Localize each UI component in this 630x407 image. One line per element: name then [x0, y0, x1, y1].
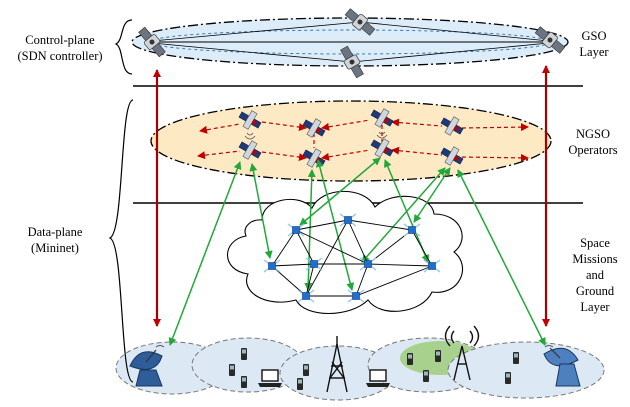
phone-icon	[297, 378, 303, 390]
data-plane-brace	[108, 99, 134, 383]
phone-icon	[241, 348, 247, 360]
ngso-layer	[150, 100, 552, 182]
control-plane-sublabel: (SDN controller)	[17, 49, 102, 63]
ground-station-dish-icon	[129, 345, 165, 387]
phone-icon	[407, 353, 413, 365]
ngso-label: NGSO	[576, 127, 610, 141]
ground-layer	[115, 325, 605, 401]
ground-station-dish-icon	[543, 345, 581, 387]
data-plane-sublabel: (Mininet)	[31, 241, 79, 255]
space-mission-cloud	[226, 190, 464, 315]
space-label-4: Ground	[576, 284, 615, 298]
gso-layer	[131, 5, 569, 80]
data-plane-label: Data-plane	[28, 225, 83, 239]
laptop-icon	[258, 369, 282, 387]
space-label-1: Space	[580, 236, 610, 250]
ngso-sublabel: Operators	[568, 143, 617, 157]
gso-sublabel: Layer	[579, 45, 609, 59]
space-label-3: and	[586, 268, 605, 282]
control-plane-brace	[114, 19, 133, 75]
space-label-5: Layer	[580, 300, 610, 314]
phone-icon	[241, 376, 247, 388]
phone-icon	[505, 372, 511, 384]
cell-tower-icon	[326, 336, 348, 393]
network-edges	[271, 219, 433, 297]
gso-label: GSO	[581, 29, 606, 43]
green-links	[168, 157, 546, 346]
phone-icon	[303, 364, 309, 376]
space-label-2: Missions	[572, 252, 617, 266]
phone-icon	[435, 350, 441, 362]
phone-icon	[513, 352, 519, 364]
laptop-icon	[366, 369, 390, 387]
control-plane-label: Control-plane	[25, 33, 95, 47]
phone-icon	[229, 364, 235, 376]
phone-icon	[423, 370, 429, 382]
